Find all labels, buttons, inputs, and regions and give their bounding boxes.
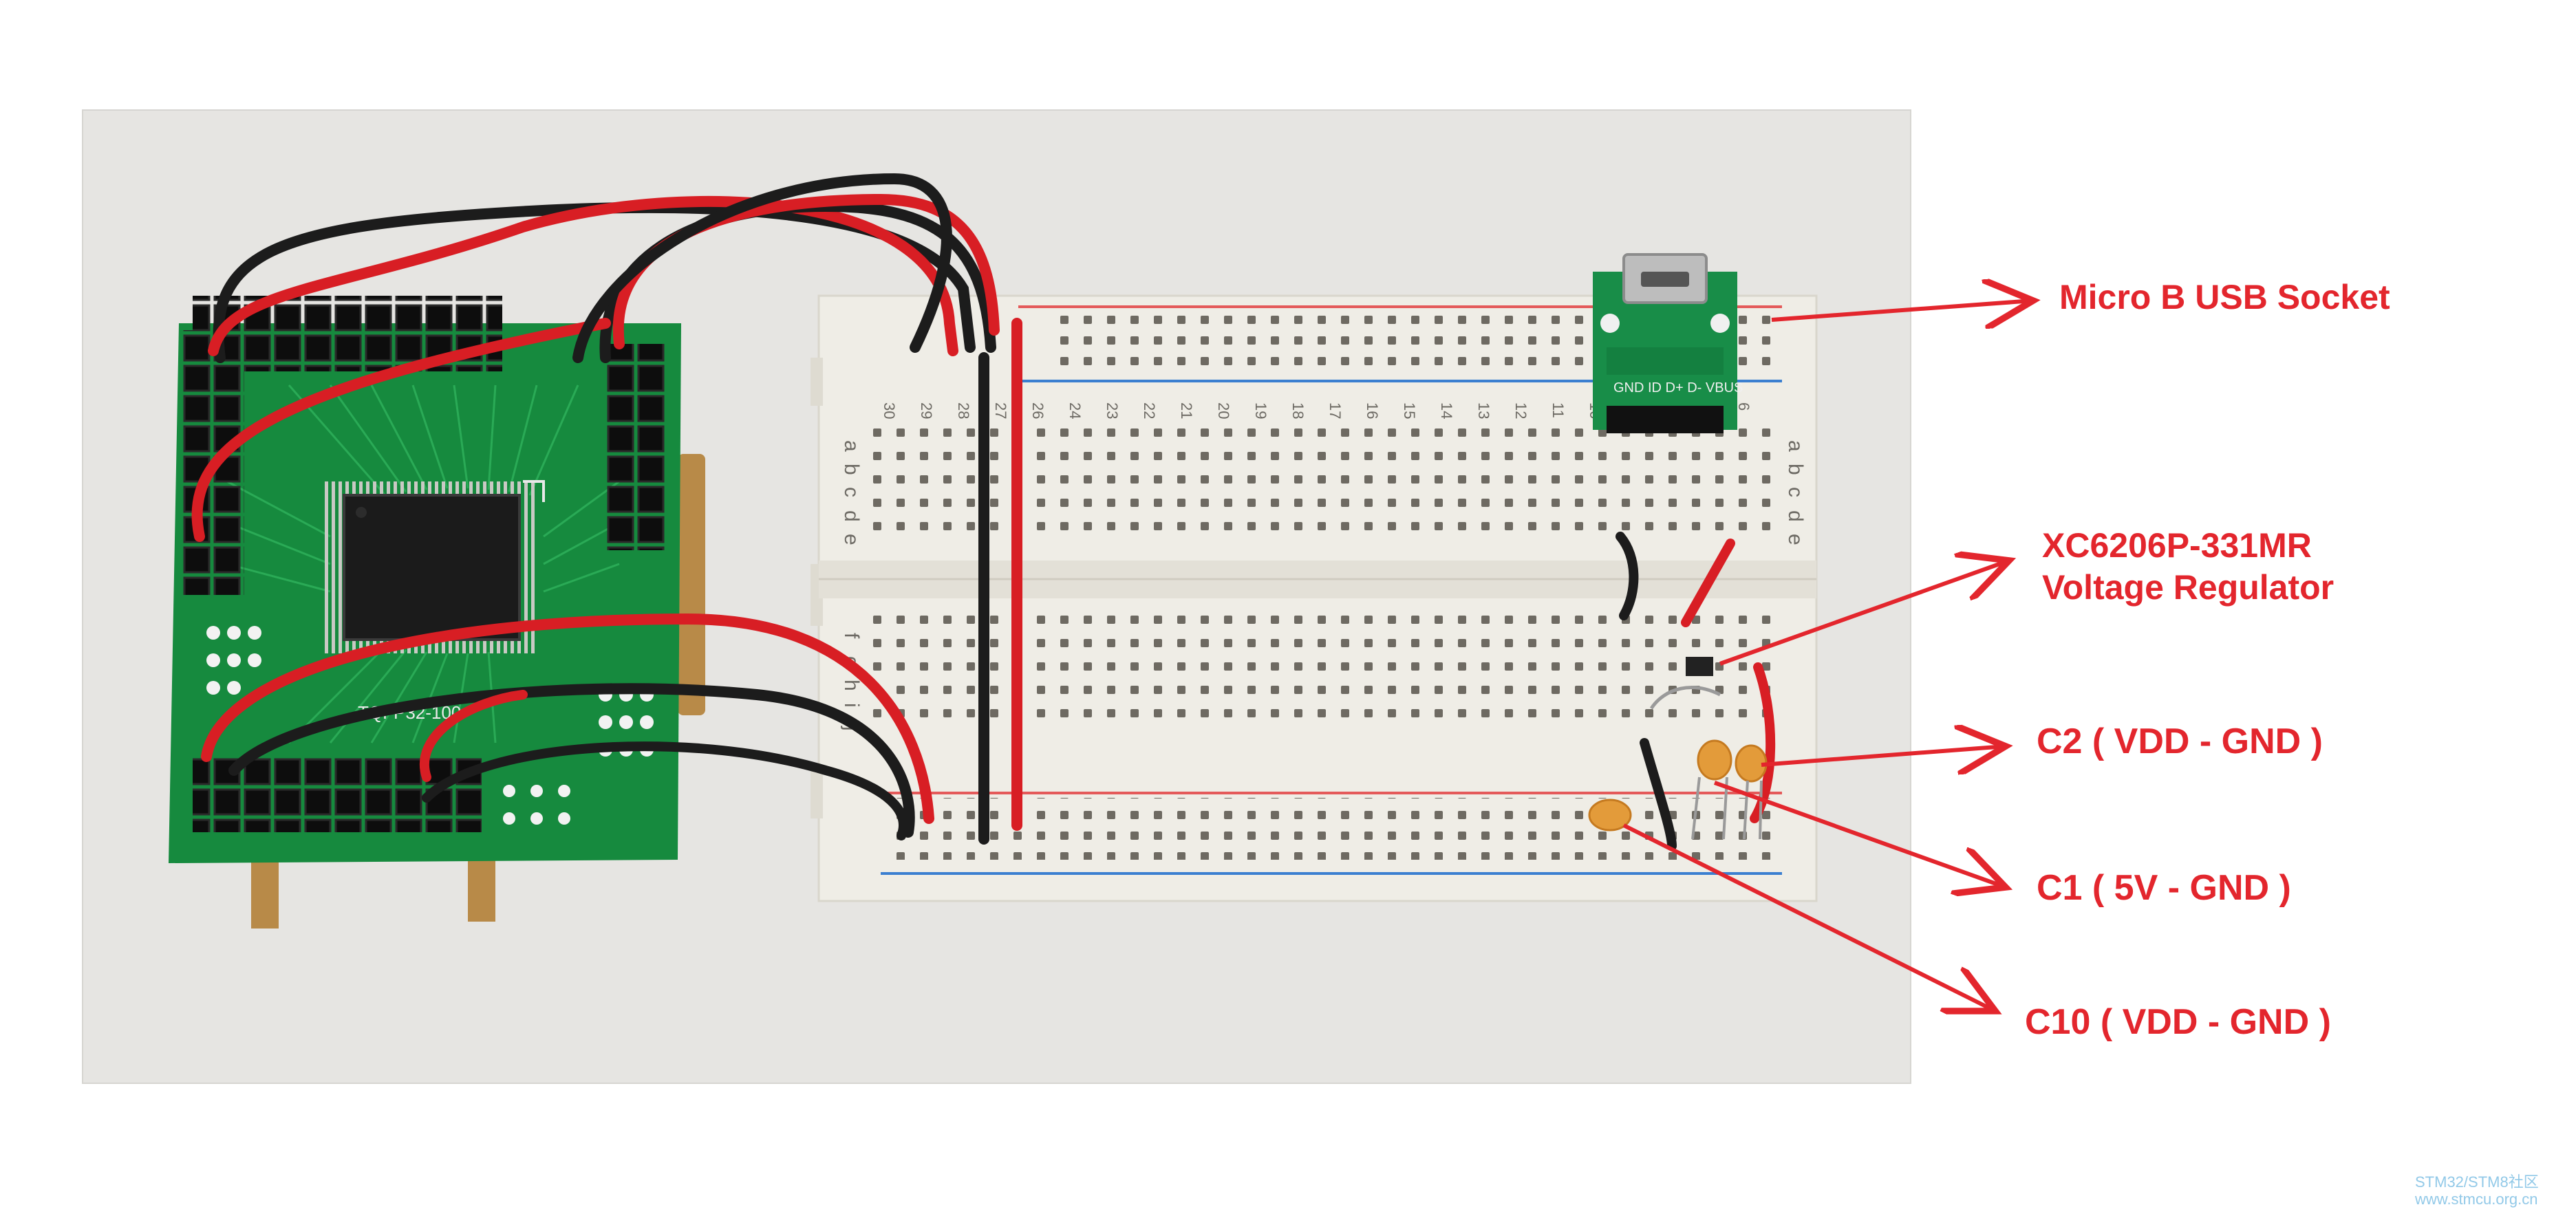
column-number-23: 23 [1104, 402, 1121, 419]
annotation-c2-line1: C2 ( VDD - GND ) [2037, 721, 2323, 761]
row-letter-right-d: d [1784, 510, 1807, 522]
column-number-24: 24 [1066, 402, 1084, 419]
annotation-usb-socket: Micro B USB Socket [2059, 276, 2390, 318]
annotation-capacitor-c2: C2 ( VDD - GND ) [2037, 720, 2323, 763]
annotation-usb-line1: Micro B USB Socket [2059, 278, 2390, 316]
jumper-wires [191, 173, 1776, 851]
row-letter-h: h [840, 680, 863, 691]
annotation-capacitor-c10: C10 ( VDD - GND ) [2025, 1001, 2331, 1044]
column-number-22: 22 [1141, 402, 1158, 419]
column-number-27: 27 [992, 402, 1009, 419]
column-number-17: 17 [1327, 402, 1344, 419]
column-number-11: 11 [1549, 402, 1567, 418]
column-number-29: 29 [918, 402, 935, 419]
stm32-breakout-board: TQFP32-100 [169, 296, 705, 929]
breadboard-column-numbers: 3029282726242322212019181716151413121110… [881, 402, 1752, 419]
row-letter-b: b [840, 464, 863, 475]
column-number-26: 26 [1029, 402, 1046, 419]
row-letter-right-b: b [1784, 464, 1807, 475]
arrow-c1 [1713, 781, 2006, 887]
column-number-30: 30 [881, 402, 898, 419]
watermark-line1: STM32/STM8社区 [2415, 1173, 2539, 1191]
voltage-regulator-chip [1686, 657, 1713, 676]
column-number-20: 20 [1215, 402, 1232, 419]
row-letter-a: a [840, 440, 863, 452]
annotation-voltage-regulator: XC6206P-331MR Voltage Regulator [2042, 525, 2334, 609]
column-number-14: 14 [1438, 402, 1455, 419]
micro-usb-module: GND ID D+ D- VBUS [1593, 253, 1743, 433]
annotation-c10-line1: C10 ( VDD - GND ) [2025, 1002, 2331, 1042]
capacitor-c10 [1588, 799, 1632, 832]
column-number-21: 21 [1178, 402, 1195, 419]
regulator-and-capacitors [1588, 657, 1768, 840]
annotation-c1-line1: C1 ( 5V - GND ) [2037, 868, 2291, 908]
annotation-arrows [1622, 301, 2033, 1011]
annotation-regulator-line1: XC6206P-331MR [2042, 526, 2312, 565]
column-number-18: 18 [1289, 402, 1307, 419]
arrow-c10 [1622, 823, 1995, 1011]
arrow-usb [1771, 301, 2033, 320]
column-number-13: 13 [1475, 402, 1492, 419]
column-number-16: 16 [1364, 402, 1381, 419]
arrow-c2 [1761, 746, 2006, 765]
watermark-line2: www.stmcu.org.cn [2415, 1191, 2538, 1208]
row-letter-right-a: a [1784, 440, 1807, 452]
row-letter-e: e [840, 534, 863, 545]
column-number-19: 19 [1252, 402, 1269, 419]
row-letter-c: c [840, 487, 863, 497]
site-watermark: STM32/STM8社区 www.stmcu.org.cn [2415, 1173, 2539, 1208]
capacitor-c1 [1697, 739, 1732, 781]
breadboard-row-letters-top: a a b b c c d d e e [840, 440, 1807, 545]
column-number-28: 28 [955, 402, 972, 419]
row-letter-i: i [840, 703, 863, 708]
annotation-regulator-line2: Voltage Regulator [2042, 568, 2334, 607]
row-letter-f: f [840, 633, 863, 639]
usb-pin-labels: GND ID D+ D- VBUS [1613, 380, 1743, 395]
arrow-regulator [1719, 561, 2009, 666]
column-number-12: 12 [1512, 402, 1530, 419]
row-letter-right-c: c [1784, 487, 1807, 497]
row-letter-d: d [840, 510, 863, 522]
annotation-capacitor-c1: C1 ( 5V - GND ) [2037, 867, 2291, 910]
column-number-15: 15 [1401, 402, 1418, 419]
row-letter-right-e: e [1784, 534, 1807, 545]
column-number-6: 6 [1735, 402, 1752, 411]
